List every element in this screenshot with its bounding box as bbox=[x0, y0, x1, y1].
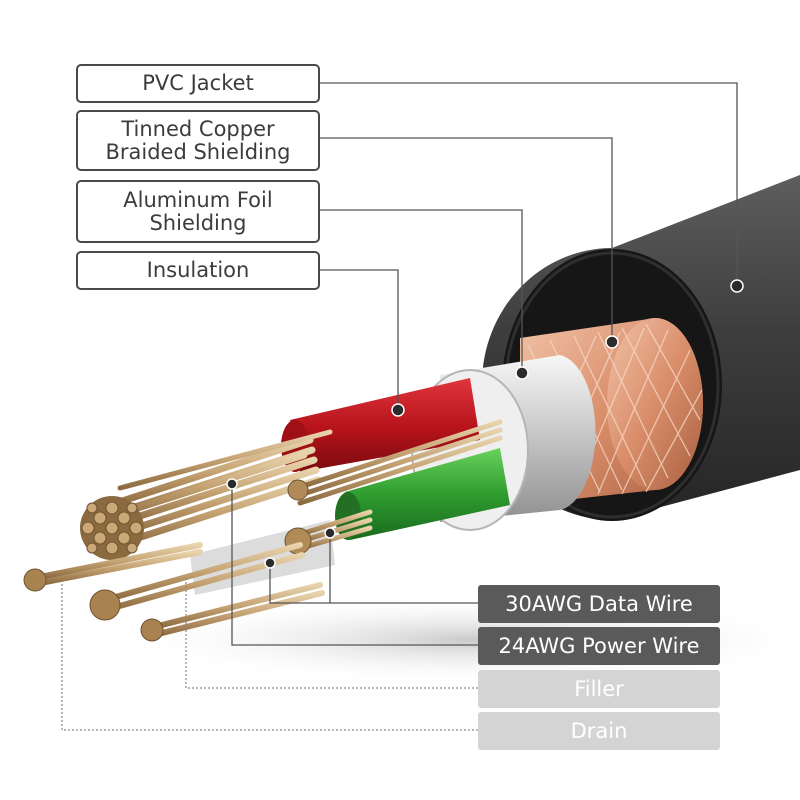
dotted-leader-lines bbox=[61, 578, 478, 731]
lower-strands bbox=[32, 542, 325, 639]
tag-drain: Drain bbox=[478, 712, 720, 750]
label-text-line1: Tinned Copper bbox=[121, 116, 275, 141]
tag-30awg-data-wire: 30AWG Data Wire bbox=[478, 585, 720, 623]
tag-filler: Filler bbox=[478, 670, 720, 708]
red-insulation bbox=[290, 378, 480, 472]
label-text: Insulation bbox=[146, 258, 250, 282]
leader-dots bbox=[226, 279, 744, 569]
data-wire-end-upper bbox=[287, 479, 309, 501]
tag-24awg-power-wire: 24AWG Power Wire bbox=[478, 627, 720, 665]
power-wire-strand-ends bbox=[81, 501, 143, 555]
drain-wire-end bbox=[23, 568, 47, 592]
leader-lines bbox=[231, 82, 738, 646]
lower-bundle-end-2 bbox=[140, 618, 164, 642]
label-text-line2: Braided Shielding bbox=[105, 139, 291, 164]
label-aluminum-foil-shielding: Aluminum Foil Shielding bbox=[76, 180, 320, 243]
label-insulation: Insulation bbox=[76, 251, 320, 290]
label-pvc-jacket: PVC Jacket bbox=[76, 64, 320, 103]
label-text-line1: Aluminum Foil bbox=[123, 187, 273, 212]
label-text: PVC Jacket bbox=[142, 71, 254, 95]
label-tinned-copper-braided-shielding: Tinned Copper Braided Shielding bbox=[76, 110, 320, 171]
lower-bundle-end bbox=[89, 589, 121, 621]
upper-strands bbox=[117, 419, 503, 506]
green-insulation bbox=[345, 448, 510, 540]
copper-braid-end bbox=[607, 318, 703, 490]
label-text-line2: Shielding bbox=[149, 210, 247, 235]
